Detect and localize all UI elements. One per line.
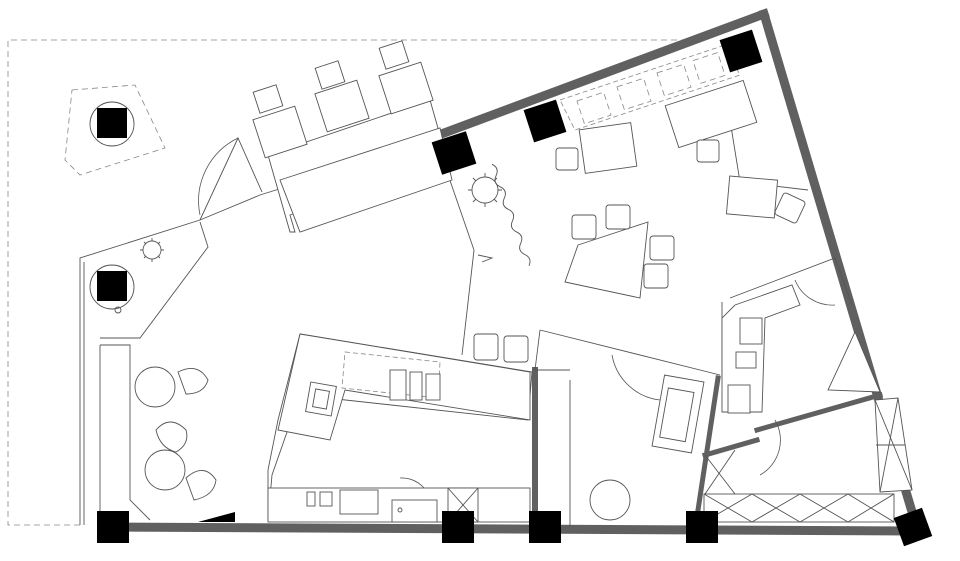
curtain-icon (491, 163, 531, 266)
chairs-row (252, 40, 434, 159)
shelving (721, 284, 881, 414)
column (529, 511, 561, 543)
chair (696, 139, 720, 163)
column (97, 108, 127, 138)
chair (314, 60, 370, 133)
terrace-boundary (7, 39, 700, 526)
doors (198, 137, 836, 499)
chair (649, 235, 675, 261)
bar-stool (473, 333, 499, 361)
plant-icon (468, 173, 502, 207)
column (686, 511, 718, 543)
column (719, 29, 763, 73)
meeting-table (564, 204, 675, 299)
terrace-planter (64, 84, 166, 176)
column (97, 511, 129, 543)
lounge-seating (134, 366, 217, 501)
column-wedge (198, 512, 235, 522)
chair (605, 204, 631, 230)
entrance-column (89, 264, 135, 314)
plants (140, 163, 531, 266)
chair (774, 192, 806, 224)
east-desk (725, 175, 806, 224)
chair (555, 147, 579, 171)
partition-wall (695, 375, 721, 513)
north-desks (555, 44, 758, 174)
technical-room (703, 397, 913, 523)
bar-stool (503, 335, 529, 363)
column (97, 271, 127, 301)
column (523, 99, 567, 143)
columns (97, 29, 933, 547)
wall-south (105, 522, 915, 536)
chair (378, 40, 434, 115)
partition-wall (753, 391, 884, 434)
bar-counter (267, 333, 533, 521)
chair (252, 84, 308, 159)
wall-north (430, 8, 770, 142)
column (442, 511, 474, 543)
plant-icon (140, 238, 164, 262)
partition-wall (701, 436, 761, 459)
kitchen-counter (267, 487, 531, 523)
chair (643, 263, 669, 289)
column (893, 507, 933, 547)
office-room (589, 374, 705, 521)
column (431, 131, 477, 175)
chair (571, 214, 597, 240)
